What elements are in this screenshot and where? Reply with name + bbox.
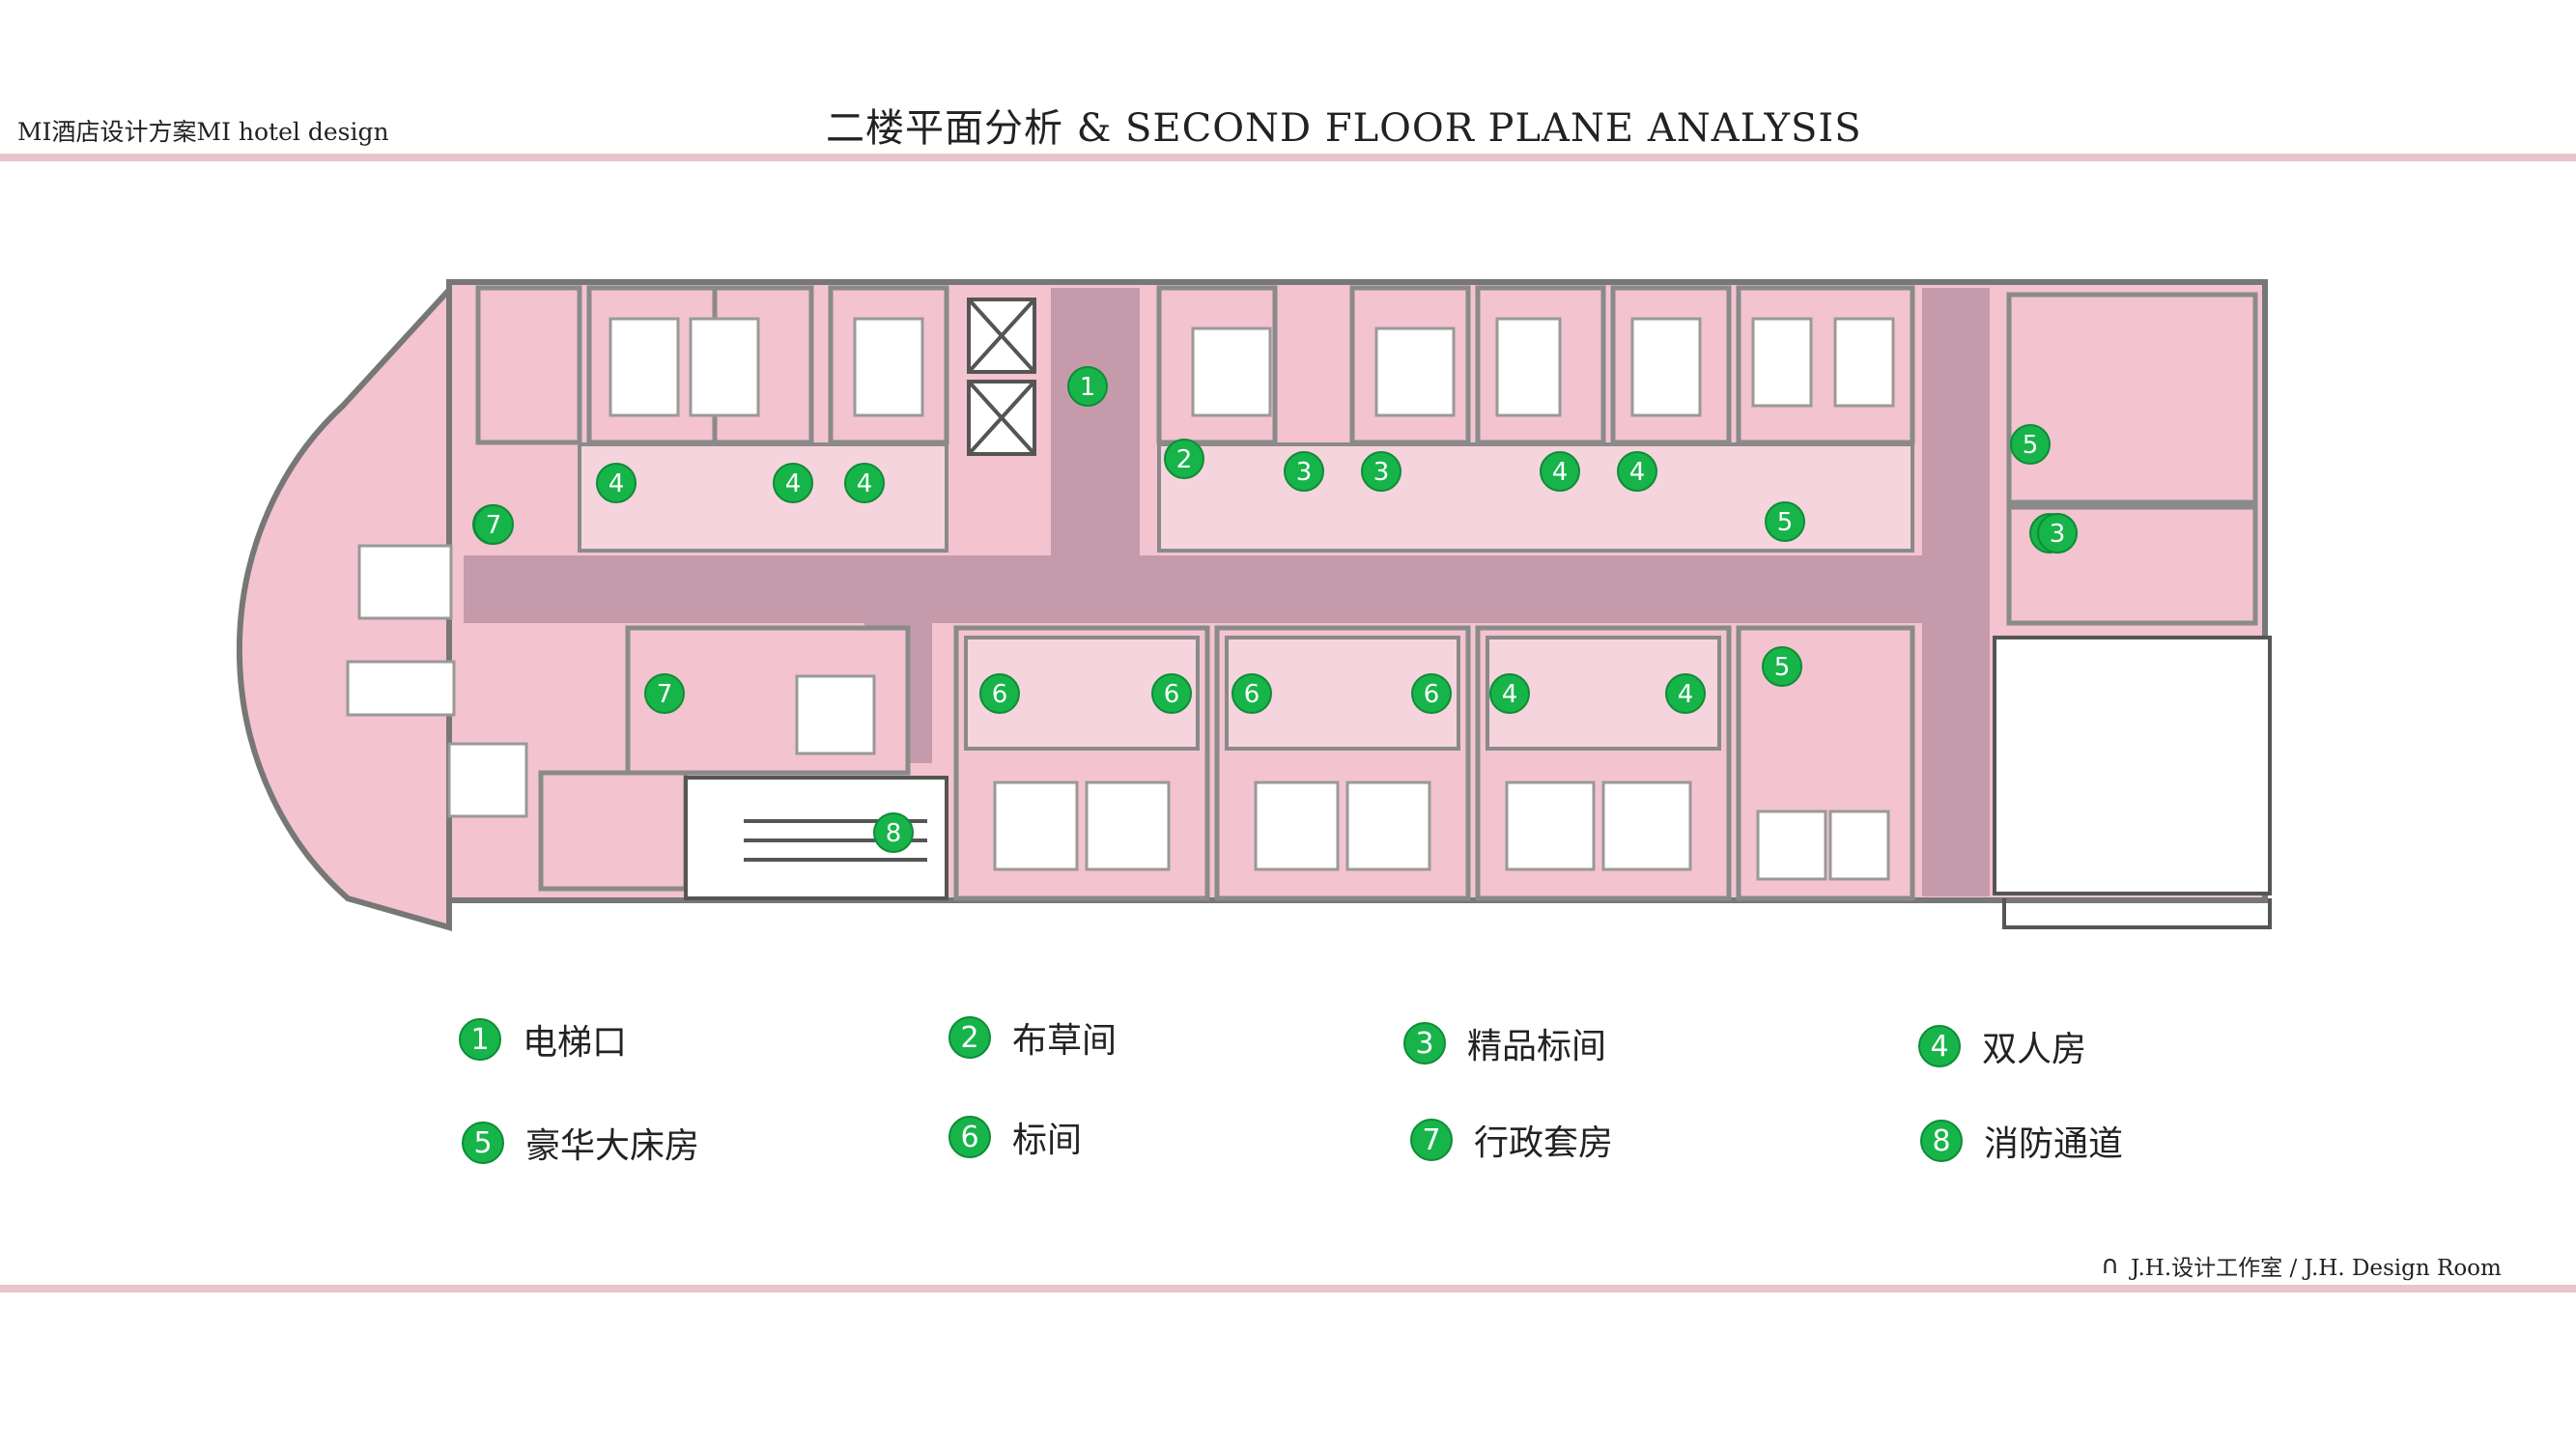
main-corridor (464, 555, 1990, 623)
legend-item-6: 6 标间 (948, 1112, 1082, 1162)
legend-number-7: 7 (1410, 1119, 1453, 1161)
plan-marker-16 (2037, 513, 2078, 554)
beds-south (993, 781, 1890, 881)
plan-marker-13 (1765, 501, 1805, 542)
plan-marker-label-15: 5 (1774, 653, 1791, 682)
legend-label-7: 行政套房 (1474, 1123, 1614, 1163)
legend-item-5: 5 豪华大床房 (462, 1118, 699, 1168)
plan-marker-label-18: 6 (1164, 680, 1180, 709)
legend-label-2: 布草间 (1012, 1021, 1118, 1061)
plan-marker-label-24: 4 (1502, 680, 1518, 709)
plan-marker-label-4: 3 (1373, 458, 1390, 487)
plan-marker-22 (644, 673, 685, 714)
west-furniture (346, 544, 876, 818)
legend-number-2: 2 (948, 1016, 991, 1059)
plan-marker-label-14: 5 (2023, 431, 2039, 460)
plan-marker-label-21: 7 (486, 511, 502, 540)
east-stair (1993, 636, 2272, 929)
corridor-spur-north (1051, 288, 1140, 560)
legend-item-4: 4 双人房 (1918, 1021, 2086, 1071)
footer-credit: ∩ J.H.设计工作室 / J.H. Design Room (2101, 1249, 2502, 1282)
plan-marker-7 (773, 463, 813, 503)
legend-label-1: 电梯口 (523, 1023, 628, 1063)
room-n1 (475, 285, 582, 445)
footer-credit-text: J.H.设计工作室 / J.H. Design Room (2131, 1256, 2502, 1281)
plan-marker-20 (1411, 673, 1452, 714)
plan-marker-label-1: 1 (1080, 373, 1096, 402)
plan-marker-14 (2010, 424, 2051, 465)
legend-label-3: 精品标间 (1467, 1027, 1607, 1066)
legend-number-4: 4 (1918, 1025, 1961, 1067)
legend-number-1: 1 (459, 1018, 501, 1061)
plan-marker-19 (1231, 673, 1272, 714)
document-subtitle: MI酒店设计方案MI hotel design (17, 118, 389, 146)
legend-item-1: 1 电梯口 (459, 1014, 627, 1065)
plan-marker-25 (1665, 673, 1706, 714)
plan-marker-23 (873, 812, 914, 853)
plan-marker-label-7: 4 (785, 469, 802, 498)
plan-marker-17 (979, 673, 1020, 714)
plan-marker-label-17: 6 (992, 680, 1008, 709)
plan-marker-label-19: 6 (1244, 680, 1260, 709)
plan-marker-label-2: 2 (1176, 445, 1193, 474)
plan-marker-label-3: 3 (1296, 458, 1313, 487)
legend-label-5: 豪华大床房 (525, 1126, 700, 1166)
studio-logo-icon: ∩ (2101, 1251, 2120, 1280)
plan-marker-label-25: 4 (1678, 680, 1694, 709)
legend-item-2: 2 布草间 (948, 1012, 1117, 1063)
plan-marker-8 (844, 463, 885, 503)
legend-item-8: 8 消防通道 (1920, 1116, 2123, 1166)
header-divider (0, 154, 2576, 161)
plan-marker-6 (596, 463, 637, 503)
legend-number-3: 3 (1403, 1022, 1446, 1065)
legend-item-3: 3 精品标间 (1403, 1018, 1606, 1068)
plan-markers: 1233344444445553666677844 (472, 366, 2078, 853)
legend-label-4: 双人房 (1982, 1030, 2087, 1069)
legend-item-7: 7 行政套房 (1410, 1115, 1613, 1165)
south-bath-strip (964, 636, 1721, 751)
plan-marker-label-23: 8 (886, 819, 902, 848)
corridor-spur-east (1922, 288, 1990, 896)
plan-marker-21 (473, 504, 514, 545)
plan-marker-3 (1284, 451, 1324, 492)
plan-marker-label-10: 4 (1629, 458, 1646, 487)
plan-marker-label-8: 4 (857, 469, 873, 498)
plan-marker-label-20: 6 (1424, 680, 1440, 709)
plan-marker-label-6: 4 (609, 469, 625, 498)
plan-marker-9 (1540, 451, 1580, 492)
legend-label-8: 消防通道 (1984, 1124, 2124, 1164)
legend-number-8: 8 (1920, 1120, 1963, 1162)
plan-marker-label-9: 4 (1552, 458, 1569, 487)
east-rooms (2006, 292, 2258, 626)
footer-divider (0, 1285, 2576, 1293)
plan-marker-10 (1617, 451, 1657, 492)
plan-marker-label-16: 3 (2050, 520, 2066, 549)
west-rotunda (236, 282, 452, 931)
plan-marker-2 (1164, 439, 1204, 479)
plan-marker-24 (1489, 673, 1530, 714)
page-title: 二楼平面分析 & SECOND FLOOR PLANE ANALYSIS (826, 106, 1862, 151)
legend-label-6: 标间 (1012, 1121, 1083, 1160)
plan-marker-18 (1151, 673, 1192, 714)
plan-marker-1 (1067, 366, 1108, 407)
legend-number-6: 6 (948, 1116, 991, 1158)
plan-marker-4 (1361, 451, 1401, 492)
plan-marker-label-22: 7 (657, 680, 673, 709)
fire-stair (684, 776, 948, 900)
plan-marker-label-13: 5 (1777, 508, 1794, 537)
legend-number-5: 5 (462, 1122, 504, 1164)
elevator-shafts (967, 298, 1036, 456)
plan-marker-15 (1762, 646, 1802, 687)
